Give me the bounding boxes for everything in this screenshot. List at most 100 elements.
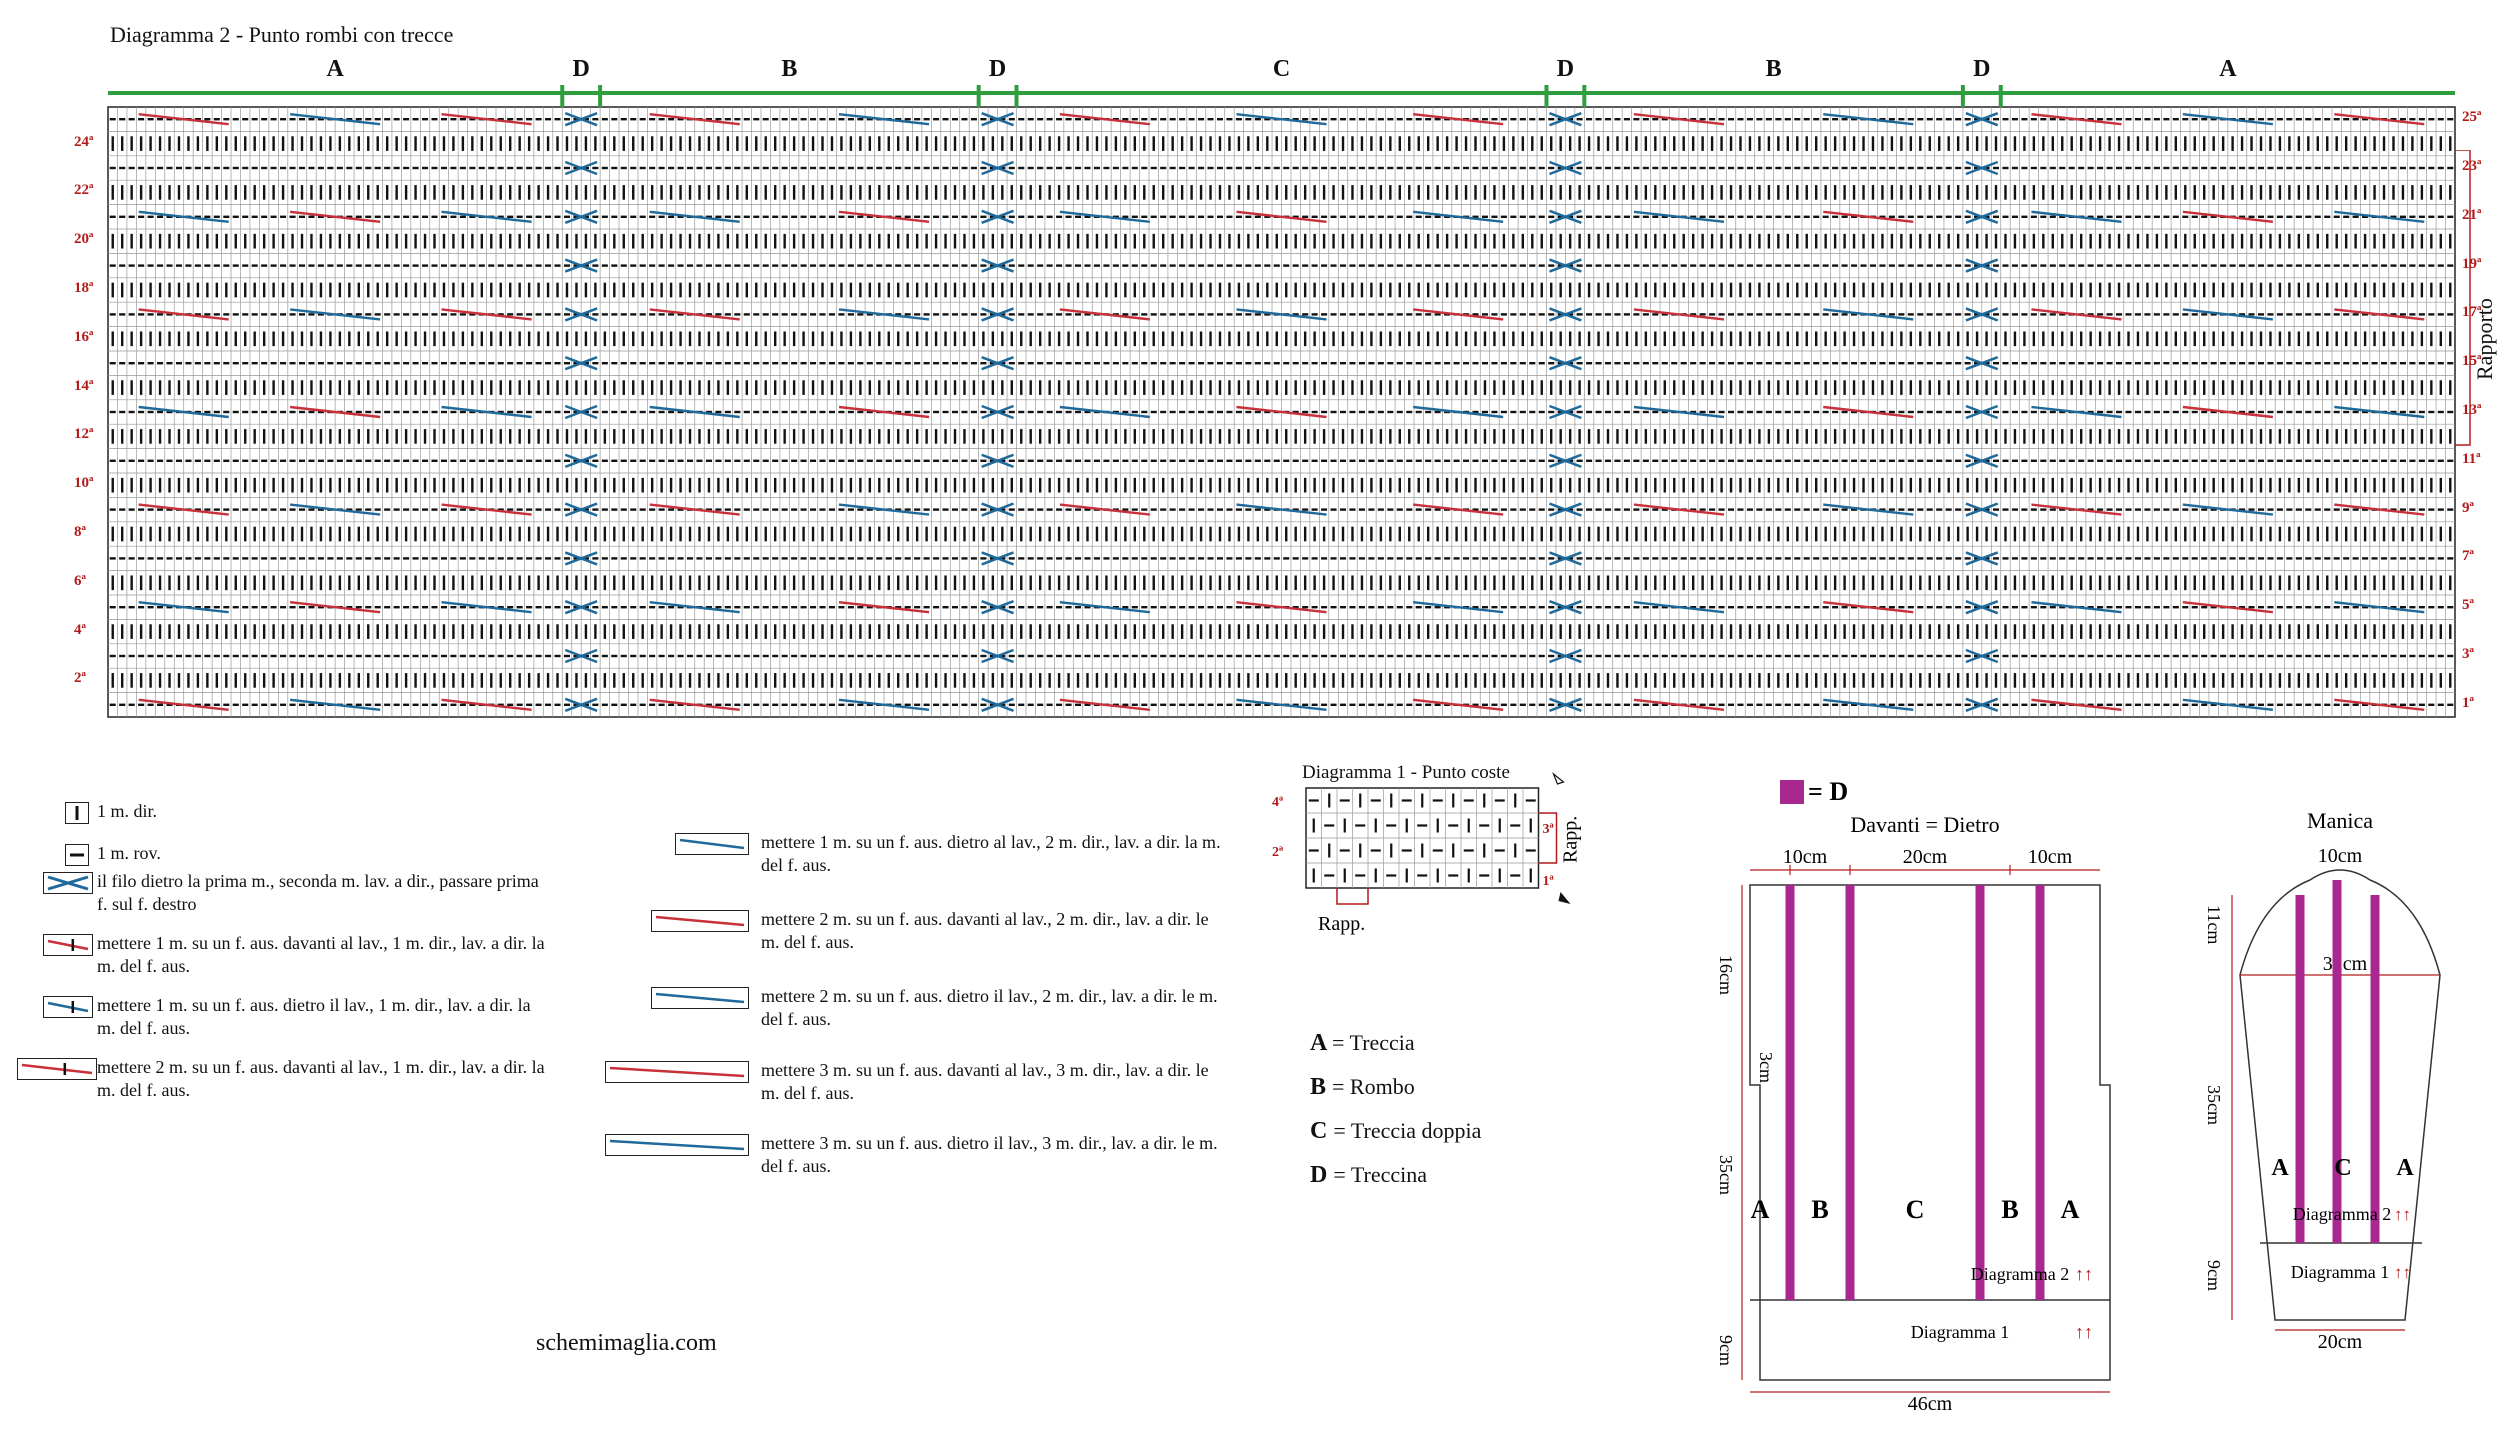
diagram1-title: Diagramma 1 - Punto coste [1302,762,1510,783]
section-letter: A [2396,1155,2414,1181]
stitch-chart-diagram2 [107,85,2456,718]
row-number-right: 11ª [2462,450,2481,467]
row-number-left: 10ª [74,475,94,492]
row-number-right: 25ª [2462,109,2482,126]
section-letter: A [2061,1195,2080,1224]
up-arrows: ↑↑ [2394,1263,2411,1282]
section-label-d: D [1556,56,1575,82]
diagram2-title: Diagramma 2 - Punto rombi con trecce [110,22,454,47]
legend-symbol-icon [675,833,749,855]
row-number-left: 18ª [74,280,94,296]
legend-text: il filo dietro la prima m., seconda m. l… [97,871,539,914]
rapp-label: Rapp. [1318,913,1365,935]
row-number-left: 8ª [74,524,86,540]
legend-text: 1 m. dir. [97,801,158,821]
measure-label: 16cm [1716,955,1736,995]
measure-label: 9cm [2204,1260,2224,1291]
legend-symbol-icon [605,1061,749,1083]
row-number-right: 1ª [2462,694,2474,711]
section-label-d: D [1973,56,1991,82]
legend-text: mettere 1 m. su un f. aus. dietro al lav… [761,832,1221,875]
measure-label: 46cm [1908,1393,1953,1410]
up-arrows: ↑↑ [2075,1264,2093,1284]
rapp-label: Rapp. [1560,816,1582,863]
key-item-a: A = Treccia [1310,1030,1415,1056]
legend-symbol-icon [43,872,93,894]
row-number: 4ª [1272,795,1284,810]
legend-symbol-icon [43,996,93,1018]
legend-symbol-icon [65,844,89,866]
legend-symbol-icon [605,1134,749,1156]
d-legend-swatch [1780,780,1804,804]
legend-text: mettere 3 m. su un f. aus. davanti al la… [761,1060,1209,1103]
measure-label: 20cm [1903,846,1948,868]
row-number-left: 20ª [74,231,94,248]
measure-label: 10cm [1783,846,1828,868]
website-credit: schemimaglia.com [536,1330,717,1356]
key-item-b: B = Rombo [1310,1074,1415,1100]
arrow-icon [1558,892,1571,904]
diagram1-label: Diagramma 1 [1911,1322,2009,1342]
row-number-left: 4ª [74,621,86,638]
row-number-right: 21ª [2462,206,2482,223]
legend-symbol-icon [17,1058,97,1080]
section-label-a: A [326,56,344,82]
measure-label: 35cm [1716,1155,1736,1195]
section-letter: B [1811,1195,1828,1224]
section-letter: B [2001,1195,2018,1224]
up-arrows: ↑↑ [2394,1205,2411,1224]
measure-label: 11cm [2204,905,2224,944]
diagram2-label: Diagramma 2 [2293,1204,2391,1224]
legend-left: 1 m. dir. 1 m. rov. il filo dietro la prim… [15,800,615,1160]
row-number: 2ª [1272,845,1284,860]
row-number-left: 24ª [74,133,94,150]
row-number: 3ª [1543,822,1555,837]
section-label-b: B [1765,56,1782,82]
row-number-right: 23ª [2462,158,2482,174]
stitch-symbols [109,112,2454,712]
row-number-right: 19ª [2462,255,2482,272]
key-item-d: D = Treccina [1310,1162,1428,1188]
section-letter: A [2271,1155,2289,1181]
schematic-title: Davanti = Dietro [1850,812,1999,837]
key-item-c: C = Treccia doppia [1310,1118,1482,1144]
section-label-d: D [572,56,590,82]
legend-text: mettere 1 m. su un f. aus. davanti al la… [97,933,545,976]
row-number-left: 6ª [74,572,86,589]
row-number-right: 9ª [2462,499,2474,516]
row-number: 1ª [1543,874,1555,889]
legend-text: mettere 2 m. su un f. aus. davanti al la… [97,1057,545,1100]
legend-text: mettere 2 m. su un f. aus. dietro il lav… [761,986,1218,1029]
legend-symbol-icon [651,910,749,932]
measure-label: 35cm [2204,1085,2224,1125]
diagram1-label: Diagramma 1 [2291,1262,2389,1282]
row-number-left: 12ª [74,426,94,443]
measure-label: 3cm [1756,1052,1776,1083]
section-label-b: B [781,56,798,82]
row-number-right: 3ª [2462,646,2474,662]
measure-label: 10cm [2028,846,2073,868]
legend-right: mettere 1 m. su un f. aus. dietro al lav… [605,825,1225,1185]
rapporto-bracket [2455,150,2471,446]
d-legend: = D [1808,777,1848,806]
legend-symbol-icon [651,987,749,1009]
body-outline [1749,884,2111,1381]
legend-text: mettere 3 m. su un f. aus. dietro il lav… [761,1133,1218,1176]
row-number-left: 22ª [74,182,94,199]
section-label-c: C [1272,56,1291,82]
row-number-left: 2ª [74,670,86,687]
row-number-left: 16ª [74,328,94,345]
section-label-a: A [2219,56,2237,82]
measure-label: 32cm [2323,953,2368,975]
section-letter: A [1751,1195,1770,1224]
row-number-right: 15ª [2462,353,2482,370]
legend-text: mettere 2 m. su un f. aus. davanti al la… [761,909,1209,952]
legend-symbol-icon [43,934,93,956]
arrow-icon [1552,772,1565,785]
row-number-right: 7ª [2462,548,2474,565]
legend-text: 1 m. rov. [97,843,161,863]
